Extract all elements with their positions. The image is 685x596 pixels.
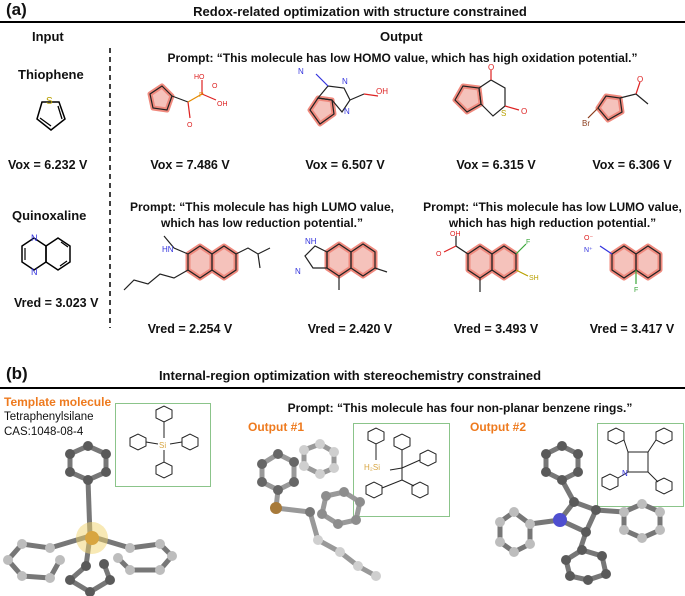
panel-a-title: Redox-related optimization with structur…: [193, 4, 527, 19]
template-name: Tetraphenylsilane: [4, 411, 94, 423]
svg-text:OH: OH: [376, 87, 388, 96]
svg-text:N⁺: N⁺: [584, 247, 593, 254]
output-molecule-5: HN: [123, 235, 271, 291]
panel-a-label: (a): [6, 0, 27, 19]
template-cas: CAS:1048-08-4: [4, 426, 84, 438]
svg-text:Br: Br: [582, 119, 590, 128]
atom-n-label: N: [31, 233, 38, 243]
tetraphenylsilane-2d: Si: [129, 405, 199, 479]
thiophene-structure: S: [36, 96, 66, 131]
template-3d-model: [3, 441, 177, 596]
svg-text:H₂Si: H₂Si: [364, 463, 380, 472]
svg-text:Si: Si: [159, 441, 166, 450]
svg-text:N: N: [295, 267, 301, 276]
input-header: Input: [32, 29, 64, 44]
svg-text:F: F: [634, 287, 638, 294]
output-molecule-2: N N N OH: [298, 67, 388, 127]
svg-text:O: O: [212, 83, 218, 90]
prompt-benzene: Prompt: “This molecule has four non-plan…: [287, 401, 633, 415]
prompt-lumo-high-line1: Prompt: “This molecule has high LUMO val…: [129, 200, 395, 214]
vox-value-4: Vox = 6.306 V: [592, 158, 672, 172]
thiophene-value: Vox = 6.232 V: [8, 158, 88, 172]
vred-value-3: Vred = 3.493 V: [453, 322, 539, 336]
vox-value-1: Vox = 7.486 V: [150, 158, 230, 172]
output1-3d-model: [257, 439, 381, 581]
output1-2d: H₂Si: [364, 427, 437, 499]
prompt-lumo-low-line2: which has high reduction potential.”: [448, 216, 657, 230]
output-header: Output: [380, 29, 423, 44]
panel-b-title: Internal-region optimization with stereo…: [158, 368, 542, 383]
panel-a-rule: [0, 21, 685, 23]
svg-text:O⁻: O⁻: [584, 235, 593, 242]
svg-text:N: N: [344, 107, 350, 116]
svg-text:HN: HN: [162, 245, 174, 254]
svg-text:O: O: [637, 75, 643, 84]
prompt-lumo-high-line2: which has low reduction potential.”: [160, 216, 363, 230]
svg-text:OH: OH: [450, 231, 461, 238]
vred-value-4: Vred = 3.417 V: [589, 322, 675, 336]
svg-text:O: O: [521, 107, 527, 116]
template-label: Template molecule: [4, 395, 112, 409]
thiophene-name: Thiophene: [18, 67, 84, 82]
svg-text:P: P: [199, 92, 204, 99]
vox-value-3: Vox = 6.315 V: [456, 158, 536, 172]
prompt-lumo-low: Prompt: “This molecule has low LUMO valu…: [420, 199, 685, 231]
template-2d-box: Si: [115, 403, 211, 487]
vred-value-1: Vred = 2.254 V: [147, 322, 233, 336]
svg-text:S: S: [501, 109, 506, 118]
panel-b-label: (b): [6, 364, 28, 383]
prompt-lumo-low-line1: Prompt: “This molecule has low LUMO valu…: [423, 200, 682, 214]
prompt-lumo-high: Prompt: “This molecule has high LUMO val…: [122, 199, 402, 231]
svg-text:N: N: [342, 77, 348, 86]
vox-value-2: Vox = 6.507 V: [305, 158, 385, 172]
output-molecule-4: Br O: [582, 75, 649, 128]
output1-2d-box: H₂Si: [353, 423, 450, 517]
svg-text:F: F: [526, 239, 530, 246]
output2-label: Output #2: [470, 420, 526, 434]
output2-2d: N: [601, 427, 673, 495]
output-molecule-3: O S O: [452, 63, 527, 118]
prompt-homo: Prompt: “This molecule has low HOMO valu…: [167, 51, 638, 65]
dashed-divider: [109, 48, 111, 328]
svg-text:OH: OH: [217, 101, 228, 108]
output-molecule-1: O P HO O OH: [147, 74, 228, 129]
svg-text:O: O: [436, 251, 442, 258]
quinoxaline-name: Quinoxaline: [12, 208, 87, 223]
svg-text:NH: NH: [305, 237, 317, 246]
output-molecule-6: NH N: [295, 237, 388, 290]
output-molecule-8: O⁻ N⁺ F: [584, 235, 663, 294]
output2-2d-box: N: [597, 423, 684, 507]
panel-b-rule: [0, 387, 685, 389]
svg-text:SH: SH: [529, 275, 539, 282]
quinoxaline-structure: N N: [21, 233, 71, 277]
svg-text:N: N: [622, 469, 628, 478]
svg-text:O: O: [187, 122, 193, 129]
output1-label: Output #1: [248, 420, 304, 434]
svg-text:N: N: [298, 67, 304, 76]
quinoxaline-value: Vred = 3.023 V: [14, 296, 99, 310]
atom-n-label: N: [31, 267, 38, 277]
svg-text:HO: HO: [194, 74, 205, 81]
output-molecule-7: OH O F SH: [436, 231, 539, 292]
output2-3d-model: [495, 441, 665, 585]
atom-s-label: S: [46, 96, 53, 107]
svg-text:O: O: [488, 63, 494, 72]
vred-value-2: Vred = 2.420 V: [307, 322, 393, 336]
